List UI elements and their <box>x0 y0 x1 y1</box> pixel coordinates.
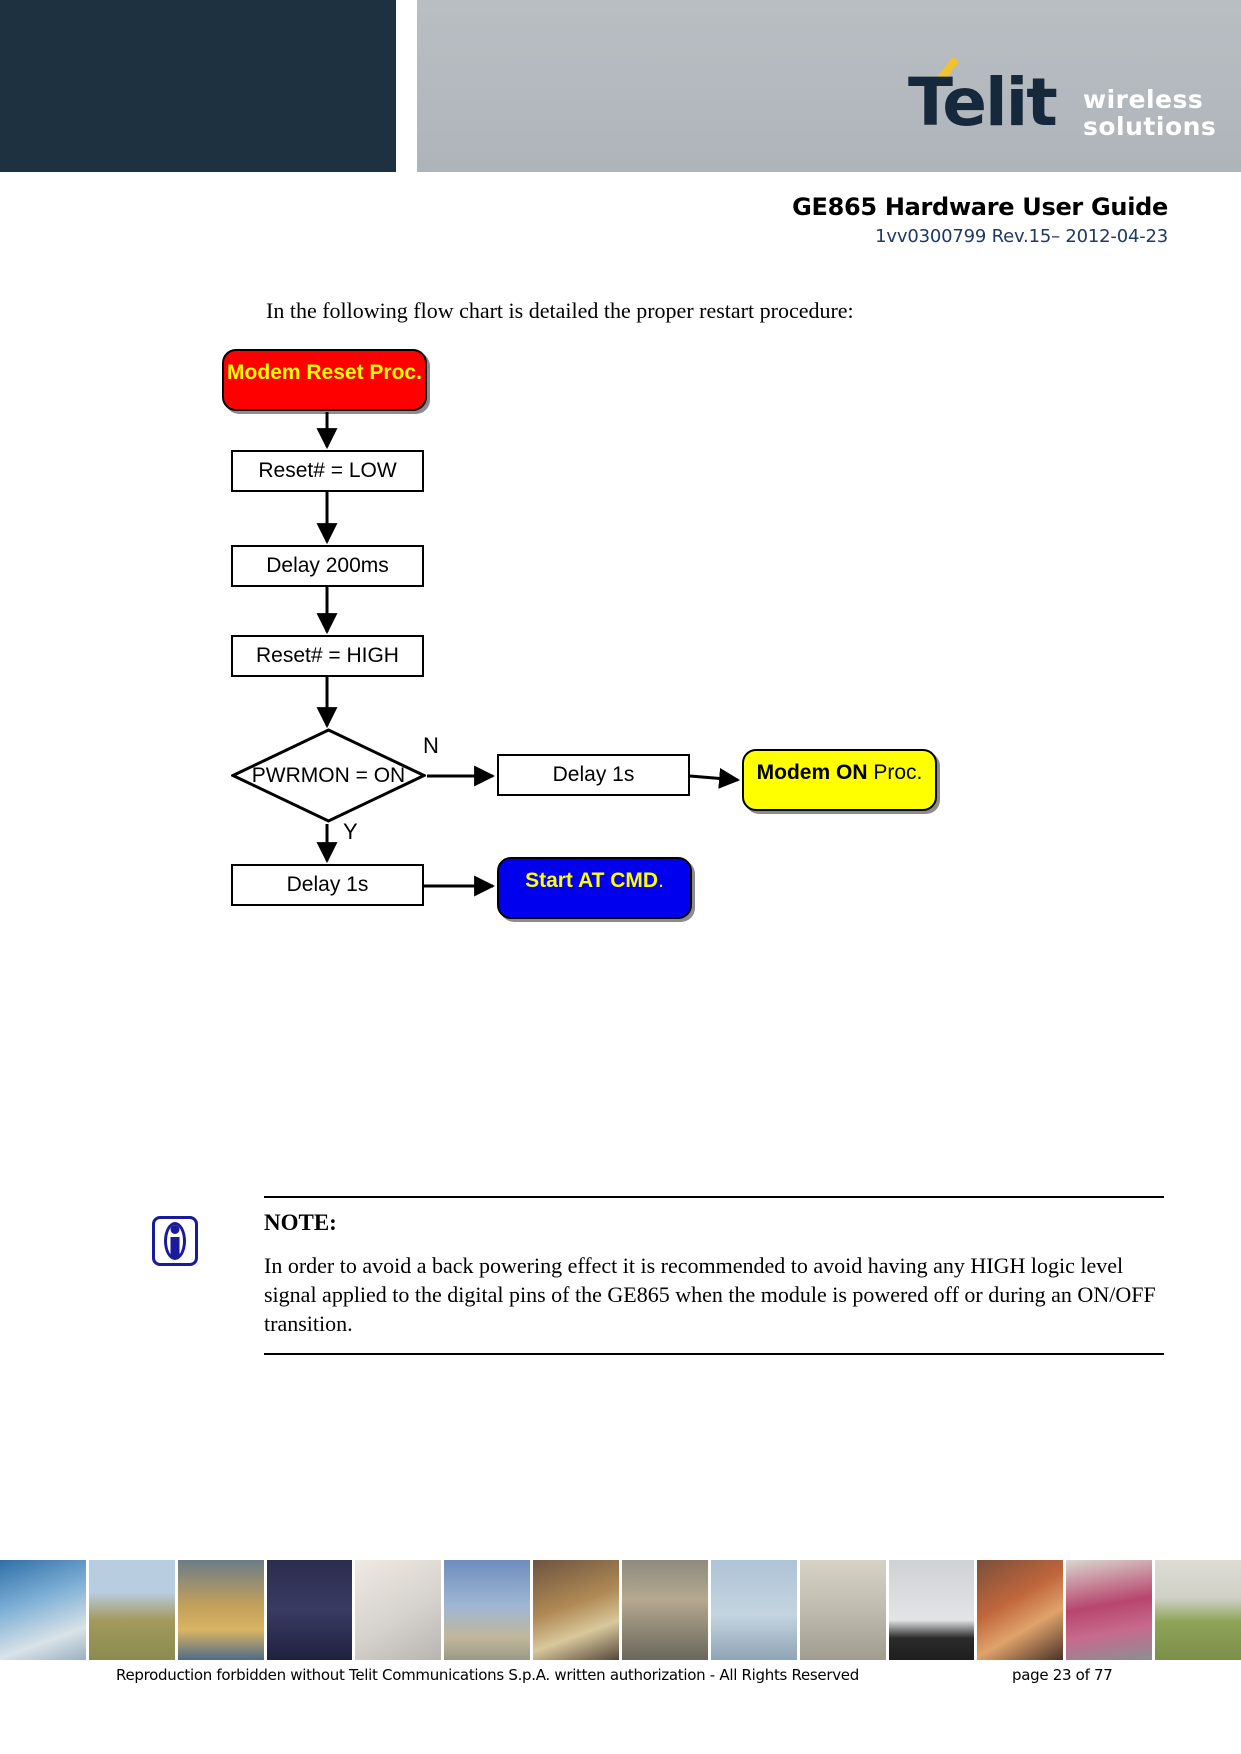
note-divider-top <box>264 1196 1164 1198</box>
intro-paragraph: In the following flow chart is detailed … <box>266 298 854 323</box>
flow-node-start-at-cmd[interactable]: Start AT CMD. <box>497 857 692 919</box>
page-title: GE865 Hardware User Guide <box>792 193 1168 221</box>
photo-tile <box>799 1560 886 1660</box>
flow-node-label-main: Start AT CMD <box>525 869 659 892</box>
branch-label-yes: Y <box>343 819 358 844</box>
flow-node-label: Modem Reset Proc. <box>227 361 422 384</box>
photo-tile <box>888 1560 975 1660</box>
photo-tile <box>1155 1560 1241 1660</box>
note-divider-bottom <box>264 1353 1164 1355</box>
flow-node-delay-1s-no-path[interactable]: Delay 1s <box>497 754 690 796</box>
flow-node-label: Modem ON Proc. <box>744 761 935 785</box>
flow-node-label-main: Modem ON <box>756 761 874 784</box>
photo-tile <box>444 1560 531 1660</box>
flow-node-pwrmon-decision[interactable]: PWRMON = ON <box>231 728 426 823</box>
photo-tile <box>0 1560 86 1660</box>
flow-node-delay-200ms[interactable]: Delay 200ms <box>231 545 424 587</box>
logo-tagline: wireless solutions <box>1083 86 1216 140</box>
photo-tile <box>88 1560 175 1660</box>
page-header-banner: Telit wireless solutions <box>0 0 1241 172</box>
info-icon-dot <box>170 1225 180 1234</box>
flow-node-modem-on-proc[interactable]: Modem ON Proc. <box>742 749 937 811</box>
note-title: NOTE: <box>264 1210 337 1235</box>
header-navy-block <box>0 0 396 172</box>
photo-tile <box>1066 1560 1153 1660</box>
flow-node-label: Delay 200ms <box>266 554 389 577</box>
flow-node-label: Reset# = LOW <box>258 459 397 482</box>
flow-node-modem-reset-proc[interactable]: Modem Reset Proc. <box>222 349 427 411</box>
photo-tile <box>533 1560 620 1660</box>
document-title-block: GE865 Hardware User Guide 1vv0300799 Rev… <box>0 192 1168 249</box>
footer-photo-strip <box>0 1560 1241 1660</box>
flow-node-label: Delay 1s <box>552 763 635 786</box>
photo-tile <box>266 1560 353 1660</box>
flow-node-label: Start AT CMD. <box>499 869 690 893</box>
logo-tagline-line1: wireless <box>1083 85 1204 114</box>
note-body: In order to avoid a back powering effect… <box>264 1253 1156 1337</box>
flow-node-label: Delay 1s <box>286 873 369 896</box>
photo-tile <box>710 1560 797 1660</box>
footer-copyright: Reproduction forbidden without Telit Com… <box>116 1666 859 1684</box>
telit-logo: Telit wireless solutions <box>908 56 1216 160</box>
header-gray-block <box>417 0 1241 172</box>
photo-tile <box>177 1560 264 1660</box>
flow-node-label-suffix: Proc. <box>873 761 923 784</box>
flow-node-label: PWRMON = ON <box>251 763 406 787</box>
flow-node-label: Reset# = HIGH <box>256 644 399 667</box>
photo-tile <box>977 1560 1064 1660</box>
logo-wordmark: Telit <box>908 64 1058 141</box>
footer-page-number: page 23 of 77 <box>1012 1666 1113 1684</box>
flow-node-label-suffix: . <box>658 869 664 892</box>
restart-procedure-flowchart: Modem Reset Proc. Reset# = LOW Delay 200… <box>0 330 1241 950</box>
logo-tagline-line2: solutions <box>1083 112 1217 141</box>
photo-tile <box>355 1560 442 1660</box>
branch-label-no: N <box>423 733 439 758</box>
flowchart-connectors <box>316 412 741 897</box>
flow-node-reset-high[interactable]: Reset# = HIGH <box>231 635 424 677</box>
document-revision: 1vv0300799 Rev.15– 2012-04-23 <box>875 226 1168 247</box>
flow-node-reset-low[interactable]: Reset# = LOW <box>231 450 424 492</box>
info-icon <box>152 1216 198 1266</box>
photo-tile <box>622 1560 708 1660</box>
diamond-shape-icon <box>231 728 426 823</box>
flow-node-delay-1s-yes-path[interactable]: Delay 1s <box>231 864 424 906</box>
info-icon-oval <box>164 1222 186 1260</box>
info-icon-stem <box>170 1237 180 1257</box>
